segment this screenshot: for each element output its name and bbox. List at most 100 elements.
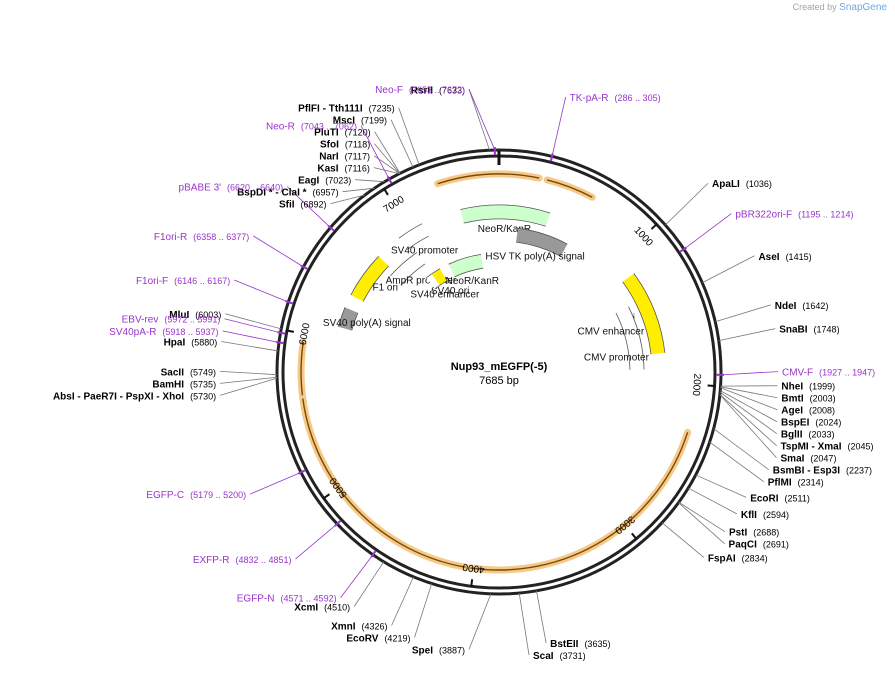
site-label[interactable]: SpeI(3887) (412, 645, 465, 656)
site-label[interactable]: TspMI - XmaI(2045) (781, 442, 874, 453)
feature-ori-arrow[interactable] (431, 268, 447, 286)
primer-label[interactable]: SV40pA-R(5918 .. 5937) (109, 327, 218, 338)
feature-neo-arrow[interactable] (460, 205, 551, 227)
site-label[interactable]: BspEI(2024) (781, 418, 841, 429)
site-label[interactable]: PflMI(2314) (768, 478, 824, 489)
svg-text:KflI(2594): KflI(2594) (741, 510, 789, 521)
svg-text:SpeI(3887): SpeI(3887) (412, 645, 465, 656)
site-label[interactable]: AbsI - PaeR7I - PspXI - XhoI(5730) (53, 391, 216, 402)
site-label[interactable]: XcmI(4510) (294, 602, 350, 613)
feature-promoter-arrow[interactable] (399, 223, 429, 250)
feature-ori-arrow[interactable] (350, 256, 389, 302)
site-label[interactable]: PluTI(7120) (314, 128, 370, 139)
site-leader (225, 313, 282, 330)
site-leader (414, 583, 433, 638)
site-label[interactable]: FspAI(2834) (708, 553, 768, 564)
svg-text:SV40pA-R(5918 .. 5937): SV40pA-R(5918 .. 5937) (109, 327, 218, 338)
site-labels[interactable]: ApaLI(1036) AseI(1415) NdeI(1642) SnaBI(174… (53, 85, 875, 662)
site-label[interactable]: NdeI(1642) (775, 301, 829, 312)
site-label[interactable]: MscI(7199) (333, 116, 387, 127)
feature-term-arrow[interactable] (515, 228, 568, 257)
site-position: (3887) (439, 645, 465, 655)
site-label[interactable]: KflI(2594) (741, 510, 789, 521)
primer-label[interactable]: EGFP-C(5179 .. 5200) (146, 490, 246, 501)
site-leader (678, 501, 726, 533)
site-label[interactable]: BglII(2033) (781, 430, 835, 441)
site-label[interactable]: SacII(5749) (161, 367, 216, 378)
site-leader (398, 107, 420, 165)
primer-position: (6358 .. 6377) (193, 232, 249, 242)
feature-edge-inner (351, 312, 359, 331)
primer-label[interactable]: EXFP-R(4832 .. 4851) (193, 555, 292, 566)
feature-term-arrow[interactable] (338, 307, 358, 331)
primer-label[interactable]: TK-pA-R(286 .. 305) (570, 93, 661, 104)
site-label[interactable]: BmtI(2003) (781, 394, 835, 405)
snapgene-brand: SnapGene (839, 2, 887, 13)
primer-label[interactable]: CMV-F(1927 .. 1947) (782, 368, 875, 379)
site-label[interactable]: AseI(1415) (758, 252, 811, 263)
site-label[interactable]: EagI(7023) (298, 176, 351, 187)
site-label[interactable]: EcoRI(2511) (750, 493, 810, 504)
watermark-prefix: Created by (792, 2, 837, 12)
site-label[interactable]: PflFI - Tth111I(7235) (298, 104, 394, 115)
site-label[interactable]: MluI(6003) (169, 310, 221, 321)
feature-edge-inner (454, 267, 484, 278)
site-label[interactable]: BamHI(5735) (152, 379, 216, 390)
primer-name: Neo-F (375, 85, 403, 96)
site-label[interactable]: BstEII(3635) (550, 639, 610, 650)
site-label[interactable]: AgeI(2008) (781, 406, 835, 417)
feature-promoter-arrow[interactable] (390, 252, 426, 286)
primer-label[interactable]: F1ori-R(6358 .. 6377) (154, 232, 249, 243)
site-label[interactable]: ScaI(3731) (533, 651, 586, 662)
feature-neo-arrow[interactable] (448, 254, 484, 277)
feature-promoter-arrow[interactable] (627, 345, 644, 370)
scale-tick-label: 7000 (382, 194, 407, 215)
site-label[interactable]: KasI(7116) (317, 164, 369, 175)
scale-tick (382, 187, 389, 196)
feature-promoter-arrow[interactable] (615, 306, 642, 349)
site-name: NarI (319, 152, 339, 163)
primer-label[interactable]: pBABE 3'(6620 .. 6640) (179, 183, 284, 194)
feature-promoter-arrow[interactable] (426, 273, 440, 289)
site-label[interactable]: SmaI(2047) (781, 454, 837, 465)
feature-edge-inner (362, 265, 389, 302)
feature-highlight-line (437, 173, 540, 185)
site-label[interactable]: EcoRV(4219) (346, 633, 410, 644)
site-label[interactable]: SfoI(7118) (320, 140, 370, 151)
site-label[interactable]: ApaLI(1036) (712, 179, 772, 190)
site-label[interactable]: BspDI * - ClaI *(6957) (237, 188, 338, 199)
site-label[interactable]: HpaI(5880) (164, 338, 218, 349)
site-name: AgeI (781, 406, 803, 417)
site-name: EagI (298, 176, 319, 187)
site-leader (219, 370, 278, 376)
primer-label[interactable]: EGFP-N(4571 .. 4592) (237, 594, 337, 605)
site-label[interactable]: PstI(2688) (729, 528, 779, 539)
site-label[interactable]: XmnI(4326) (331, 621, 387, 632)
feature-edge-outer (350, 256, 379, 296)
site-position: (7118) (345, 140, 370, 150)
site-label[interactable]: PaqCI(2691) (729, 540, 789, 551)
feature-highlight-line (302, 398, 466, 568)
site-label[interactable]: NheI(1999) (781, 382, 835, 393)
site-label[interactable]: NarI(7117) (319, 152, 370, 163)
feature-edge-outer (448, 254, 482, 265)
site-label[interactable]: BsmBI - Esp3I(2237) (773, 466, 872, 477)
site-label[interactable]: SfiI(6892) (279, 200, 327, 211)
svg-text:NheI(1999): NheI(1999) (781, 382, 835, 393)
site-label[interactable]: SnaBI(1748) (779, 325, 839, 336)
primer-label[interactable]: pBR322ori-F(1195 .. 1214) (735, 210, 853, 221)
site-name: SacII (161, 367, 185, 378)
primer-label[interactable]: EBV-rev(5972 .. 5991) (122, 315, 221, 326)
plasmid-center-label: Nup93_mEGFP(-5) 7685 bp (451, 361, 548, 387)
feature-ori-arrow[interactable] (622, 273, 665, 355)
site-position: (1748) (814, 325, 840, 335)
svg-text:BamHI(5735): BamHI(5735) (152, 379, 216, 390)
primer-label[interactable]: Neo-R(7043 .. 7062) (266, 122, 357, 133)
site-leader (719, 394, 777, 458)
primer-label[interactable]: F1ori-F(6146 .. 6167) (136, 276, 230, 287)
site-position: (7116) (344, 164, 369, 174)
site-label[interactable]: RsrII(7633) (411, 85, 465, 96)
primer-label[interactable]: Neo-F(7653 .. 7672) (375, 85, 465, 96)
